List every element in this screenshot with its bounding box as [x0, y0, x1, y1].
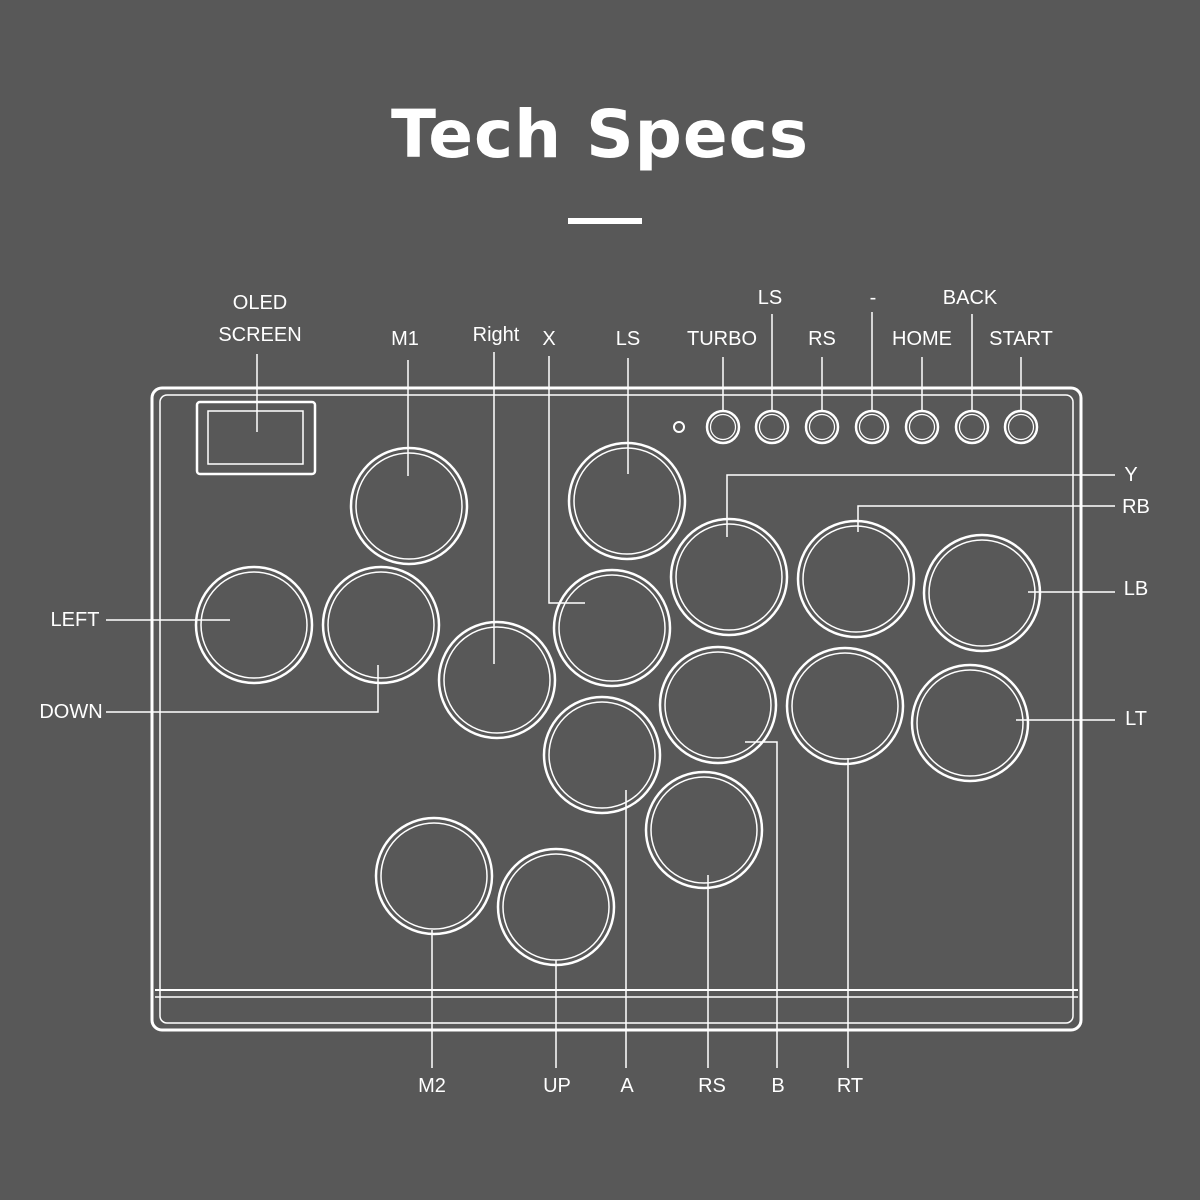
- label-m2: M2: [418, 1075, 446, 1097]
- label-a: A: [620, 1075, 634, 1097]
- label-lb: LB: [1124, 578, 1148, 600]
- label-minus: -: [870, 287, 877, 309]
- label-down: DOWN: [39, 701, 102, 723]
- large-buttons: [194, 441, 1042, 967]
- label-home: HOME: [892, 328, 952, 350]
- label-oled-line1: OLED: [233, 292, 287, 314]
- oled-screen-frame: [195, 400, 317, 476]
- leader-y: [726, 474, 1115, 537]
- label-ls-small: LS: [758, 287, 782, 309]
- up-button[interactable]: [496, 847, 616, 967]
- x-button[interactable]: [552, 568, 672, 688]
- label-rs-small: RS: [808, 328, 836, 350]
- m2-button[interactable]: [374, 816, 494, 936]
- rs-button[interactable]: [644, 770, 764, 890]
- leader-b: [745, 741, 778, 1068]
- label-y: Y: [1124, 464, 1137, 486]
- y-button[interactable]: [669, 517, 789, 637]
- left-button[interactable]: [194, 565, 314, 685]
- minus-button[interactable]: [854, 409, 890, 445]
- label-back: BACK: [943, 287, 998, 309]
- small-buttons: [705, 409, 1039, 445]
- rs-small-button[interactable]: [804, 409, 840, 445]
- labels: OLED SCREEN M1 Right X LS TURBO LS RS - …: [39, 287, 1150, 1097]
- down-button[interactable]: [321, 565, 441, 685]
- a-button[interactable]: [542, 695, 662, 815]
- label-ls-top: LS: [616, 328, 640, 350]
- label-m1: M1: [391, 328, 419, 350]
- start-button[interactable]: [1003, 409, 1039, 445]
- label-oled-line2: SCREEN: [218, 324, 301, 346]
- m1-button[interactable]: [349, 446, 469, 566]
- home-button[interactable]: [904, 409, 940, 445]
- ls-small-button[interactable]: [754, 409, 790, 445]
- turbo-button[interactable]: [705, 409, 741, 445]
- label-rb: RB: [1122, 496, 1150, 518]
- controller-body: [150, 386, 1083, 1032]
- ls-button[interactable]: [567, 441, 687, 561]
- label-turbo: TURBO: [687, 328, 757, 350]
- page-title: Tech Specs: [390, 96, 810, 173]
- back-button[interactable]: [954, 409, 990, 445]
- status-led: [673, 421, 685, 433]
- label-x: X: [542, 328, 555, 350]
- label-start: START: [989, 328, 1053, 350]
- label-rs-bottom: RS: [698, 1075, 726, 1097]
- oled-screen: [207, 410, 304, 465]
- b-button[interactable]: [658, 645, 778, 765]
- title-underline: [568, 218, 642, 224]
- label-up: UP: [543, 1075, 571, 1097]
- lt-button[interactable]: [910, 663, 1030, 783]
- lb-button[interactable]: [922, 533, 1042, 653]
- leader-down: [106, 665, 379, 713]
- label-rt: RT: [837, 1075, 863, 1097]
- right-button[interactable]: [437, 620, 557, 740]
- leader-x: [548, 356, 585, 604]
- leader-rb: [857, 505, 1115, 532]
- leader-lines: [106, 312, 1115, 1068]
- rb-button[interactable]: [796, 519, 916, 639]
- controller-inner-outline: [159, 394, 1074, 1024]
- rt-button[interactable]: [785, 646, 905, 766]
- label-right: Right: [473, 324, 520, 346]
- label-b: B: [771, 1075, 784, 1097]
- label-lt: LT: [1125, 708, 1147, 730]
- controller-outline: [150, 386, 1083, 1032]
- label-left: LEFT: [51, 609, 100, 631]
